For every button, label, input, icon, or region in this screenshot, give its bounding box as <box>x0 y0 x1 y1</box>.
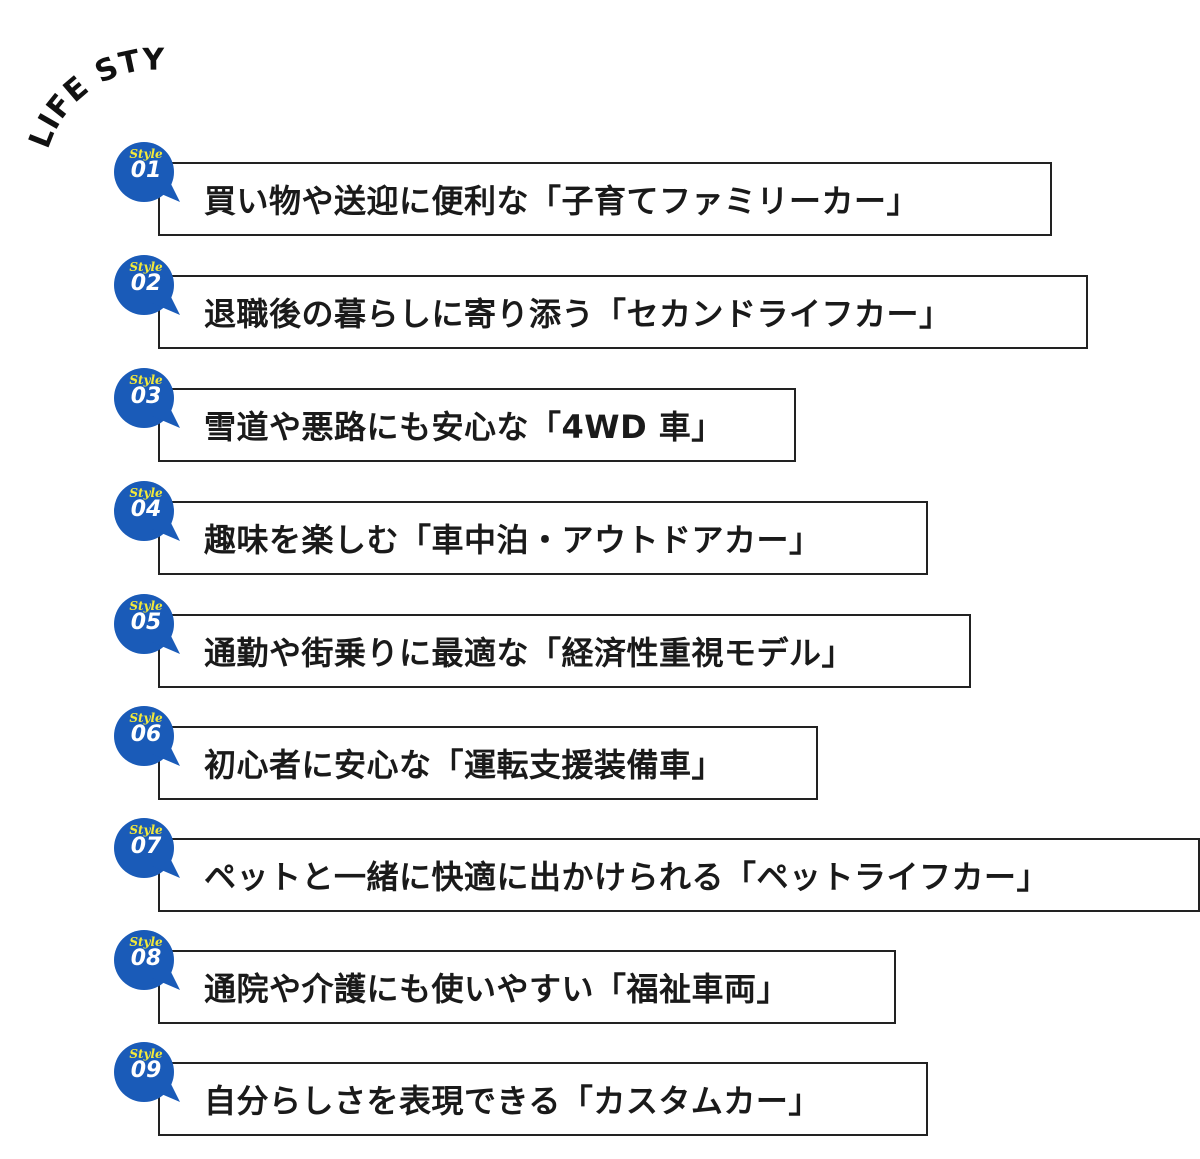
badge-style-label: Style <box>129 147 163 161</box>
style-badge: Style 04 <box>110 479 186 551</box>
speech-bubble-icon <box>114 481 180 541</box>
badge-style-label: Style <box>129 1047 163 1061</box>
badge-style-label: Style <box>129 711 163 725</box>
style-badge: Style 01 <box>110 140 186 212</box>
badge-number: 06 <box>130 722 162 747</box>
speech-bubble-icon <box>114 1042 180 1102</box>
style-card-text: 通院や介護にも使いやすい「福祉車両」 <box>204 970 790 1008</box>
life-style-title: LIFE STYLE <box>0 0 165 153</box>
style-card: 買い物や送迎に便利な「子育てファミリーカー」 <box>158 162 1052 236</box>
speech-bubble-icon <box>114 368 180 428</box>
style-card: 自分らしさを表現できる「カスタムカー」 <box>158 1062 928 1136</box>
style-card: 退職後の暮らしに寄り添う「セカンドライフカー」 <box>158 275 1088 349</box>
style-card: 趣味を楽しむ「車中泊・アウトドアカー」 <box>158 501 928 575</box>
badge-style-label: Style <box>129 373 163 387</box>
badge-number: 07 <box>130 834 162 859</box>
speech-bubble-icon <box>114 706 180 766</box>
style-card-text: 退職後の暮らしに寄り添う「セカンドライフカー」 <box>204 295 952 333</box>
style-card: ペットと一緒に快適に出かけられる「ペットライフカー」 <box>158 838 1200 912</box>
style-badge: Style 07 <box>110 816 186 888</box>
style-card-text: 趣味を楽しむ「車中泊・アウトドアカー」 <box>204 521 822 559</box>
style-badge: Style 09 <box>110 1040 186 1112</box>
style-badge: Style 06 <box>110 704 186 776</box>
badge-number: 05 <box>130 610 162 635</box>
speech-bubble-icon <box>114 594 180 654</box>
badge-number: 04 <box>130 497 162 522</box>
style-card-text: 自分らしさを表現できる「カスタムカー」 <box>204 1082 821 1120</box>
badge-number: 03 <box>130 384 162 409</box>
badge-style-label: Style <box>129 823 163 837</box>
style-card: 通院や介護にも使いやすい「福祉車両」 <box>158 950 896 1024</box>
style-card-text: 通勤や街乗りに最適な「経済性重視モデル」 <box>204 634 855 672</box>
style-card-text: ペットと一緒に快適に出かけられる「ペットライフカー」 <box>204 858 1050 896</box>
badge-number: 09 <box>130 1058 162 1083</box>
badge-style-label: Style <box>129 260 163 274</box>
speech-bubble-icon <box>114 930 180 990</box>
style-badge: Style 02 <box>110 253 186 325</box>
badge-style-label: Style <box>129 486 163 500</box>
badge-style-label: Style <box>129 599 163 613</box>
style-card-text: 初心者に安心な「運転支援装備車」 <box>204 746 725 784</box>
badge-number: 02 <box>130 271 162 296</box>
style-card-text: 雪道や悪路にも安心な「4WD 車」 <box>204 408 724 446</box>
style-card-text: 買い物や送迎に便利な「子育てファミリーカー」 <box>204 182 920 220</box>
speech-bubble-icon <box>114 255 180 315</box>
style-badge: Style 05 <box>110 592 186 664</box>
badge-number: 08 <box>130 946 162 971</box>
speech-bubble-icon <box>114 818 180 878</box>
style-card: 雪道や悪路にも安心な「4WD 車」 <box>158 388 796 462</box>
badge-style-label: Style <box>129 935 163 949</box>
speech-bubble-icon <box>114 142 180 202</box>
style-card: 通勤や街乗りに最適な「経済性重視モデル」 <box>158 614 971 688</box>
style-badge: Style 03 <box>110 366 186 438</box>
badge-number: 01 <box>130 158 162 183</box>
style-badge: Style 08 <box>110 928 186 1000</box>
style-card: 初心者に安心な「運転支援装備車」 <box>158 726 818 800</box>
